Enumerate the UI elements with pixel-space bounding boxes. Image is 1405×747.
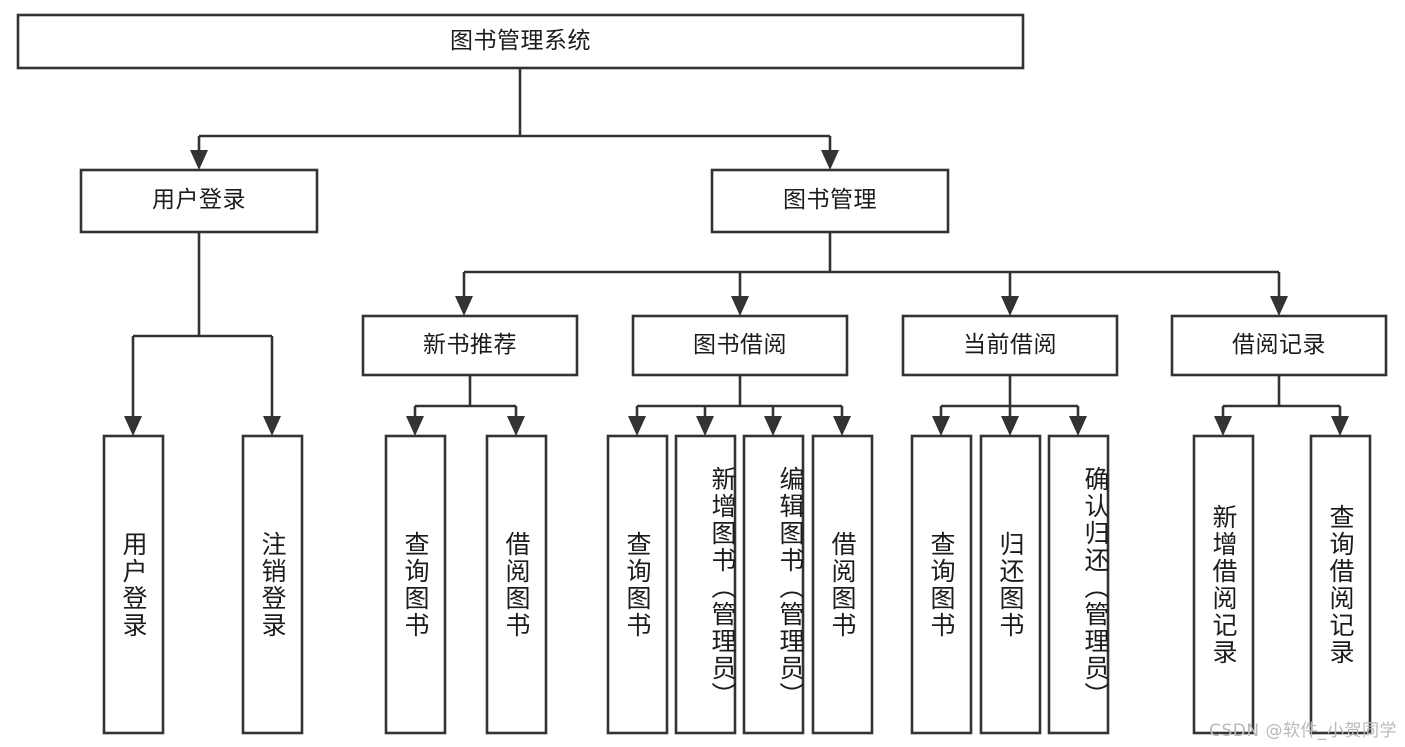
node-box-leaf-query-book-2[interactable] xyxy=(606,434,669,735)
node-box-leaf-confirm-return[interactable] xyxy=(1047,434,1110,735)
node-box-new-book-recommend[interactable] xyxy=(361,314,579,377)
arrow-head-leaf-query-record xyxy=(1331,416,1349,436)
arrow-head-leaf-add-book xyxy=(696,416,714,436)
arrow-head-leaf-logout xyxy=(263,416,281,436)
watermark-text: CSDN @软件_小贺同学 xyxy=(1209,721,1397,741)
arrow-head-user-login xyxy=(190,150,208,170)
node-box-leaf-borrow-book-2[interactable] xyxy=(811,434,874,735)
arrow-head-book-manage xyxy=(821,150,839,170)
node-box-root[interactable] xyxy=(16,13,1025,70)
node-box-book-borrow[interactable] xyxy=(631,314,849,377)
arrow-head-leaf-query-book-3 xyxy=(932,416,950,436)
node-box-leaf-query-book-1[interactable] xyxy=(384,434,447,735)
arrow-head-book-borrow xyxy=(731,296,749,316)
arrow-head-leaf-query-book-1 xyxy=(406,416,424,436)
node-box-current-borrow[interactable] xyxy=(901,314,1119,377)
node-box-leaf-user-login[interactable] xyxy=(102,434,165,735)
node-box-leaf-add-record[interactable] xyxy=(1192,434,1255,735)
arrow-head-leaf-return-book xyxy=(1001,416,1019,436)
arrow-head-leaf-edit-book xyxy=(764,416,782,436)
node-box-leaf-add-book[interactable] xyxy=(674,434,737,735)
arrow-head-leaf-confirm-return xyxy=(1069,416,1087,436)
node-box-leaf-edit-book[interactable] xyxy=(742,434,805,735)
arrow-head-leaf-user-login xyxy=(124,416,142,436)
arrow-head-leaf-query-book-2 xyxy=(628,416,646,436)
node-box-leaf-borrow-book-1[interactable] xyxy=(485,434,548,735)
arrow-head-leaf-borrow-book-2 xyxy=(833,416,851,436)
node-box-leaf-return-book[interactable] xyxy=(979,434,1042,735)
node-box-leaf-logout[interactable] xyxy=(241,434,304,735)
arrow-head-leaf-add-record xyxy=(1214,416,1232,436)
node-box-user-login[interactable] xyxy=(79,168,319,234)
arrow-head-new-book xyxy=(455,296,473,316)
arrow-head-current-borrow xyxy=(1001,296,1019,316)
node-box-book-manage[interactable] xyxy=(710,168,950,234)
node-box-borrow-record[interactable] xyxy=(1170,314,1388,377)
node-box-leaf-query-record[interactable] xyxy=(1309,434,1372,735)
arrow-head-borrow-record xyxy=(1270,296,1288,316)
node-box-leaf-query-book-3[interactable] xyxy=(910,434,973,735)
arrow-head-leaf-borrow-book-1 xyxy=(507,416,525,436)
